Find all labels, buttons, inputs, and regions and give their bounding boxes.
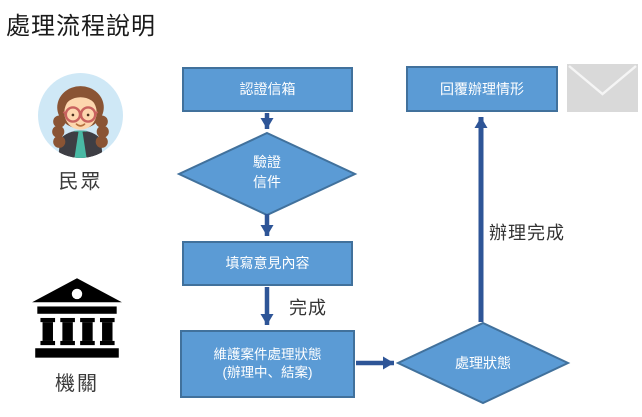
- decision-process-status-label: 處理狀態: [433, 354, 533, 374]
- process-maintain-status: 維護案件處理狀態 (辦理中、結案): [180, 330, 355, 398]
- process-fill-opinion-label: 填寫意見內容: [225, 255, 310, 272]
- decision-verify-mail-label: 驗證 信件: [217, 153, 317, 192]
- process-verify-mailbox-label: 認證信箱: [239, 81, 296, 98]
- decision-process-status-shape: [395, 321, 571, 405]
- female-citizen-avatar-icon: [38, 73, 123, 158]
- page-title: 處理流程說明: [6, 13, 156, 40]
- actor-citizen-label: 民眾: [58, 171, 103, 193]
- process-maintain-status-line1: 維護案件處理狀態: [213, 346, 322, 362]
- decision-verify-mail-line2: 信件: [253, 173, 281, 190]
- decision-verify-mail-line1: 驗證: [253, 154, 281, 170]
- process-fill-opinion: 填寫意見內容: [182, 241, 353, 286]
- process-reply-result: 回覆辦理情形: [406, 66, 558, 112]
- edge-label-handling-done: 辦理完成: [489, 223, 565, 243]
- actor-agency: 機關: [30, 278, 124, 396]
- process-maintain-status-line2: (辦理中、結案): [222, 365, 313, 380]
- process-reply-result-label: 回覆辦理情形: [440, 80, 524, 97]
- envelope-icon: [567, 64, 638, 112]
- edge-label-done: 完成: [289, 298, 327, 318]
- government-building-icon: [32, 278, 122, 358]
- process-verify-mailbox: 認證信箱: [182, 67, 353, 112]
- actor-citizen: 民眾: [38, 73, 123, 194]
- decision-process-status-text: 處理狀態: [455, 355, 511, 371]
- actor-agency-label: 機關: [55, 373, 99, 395]
